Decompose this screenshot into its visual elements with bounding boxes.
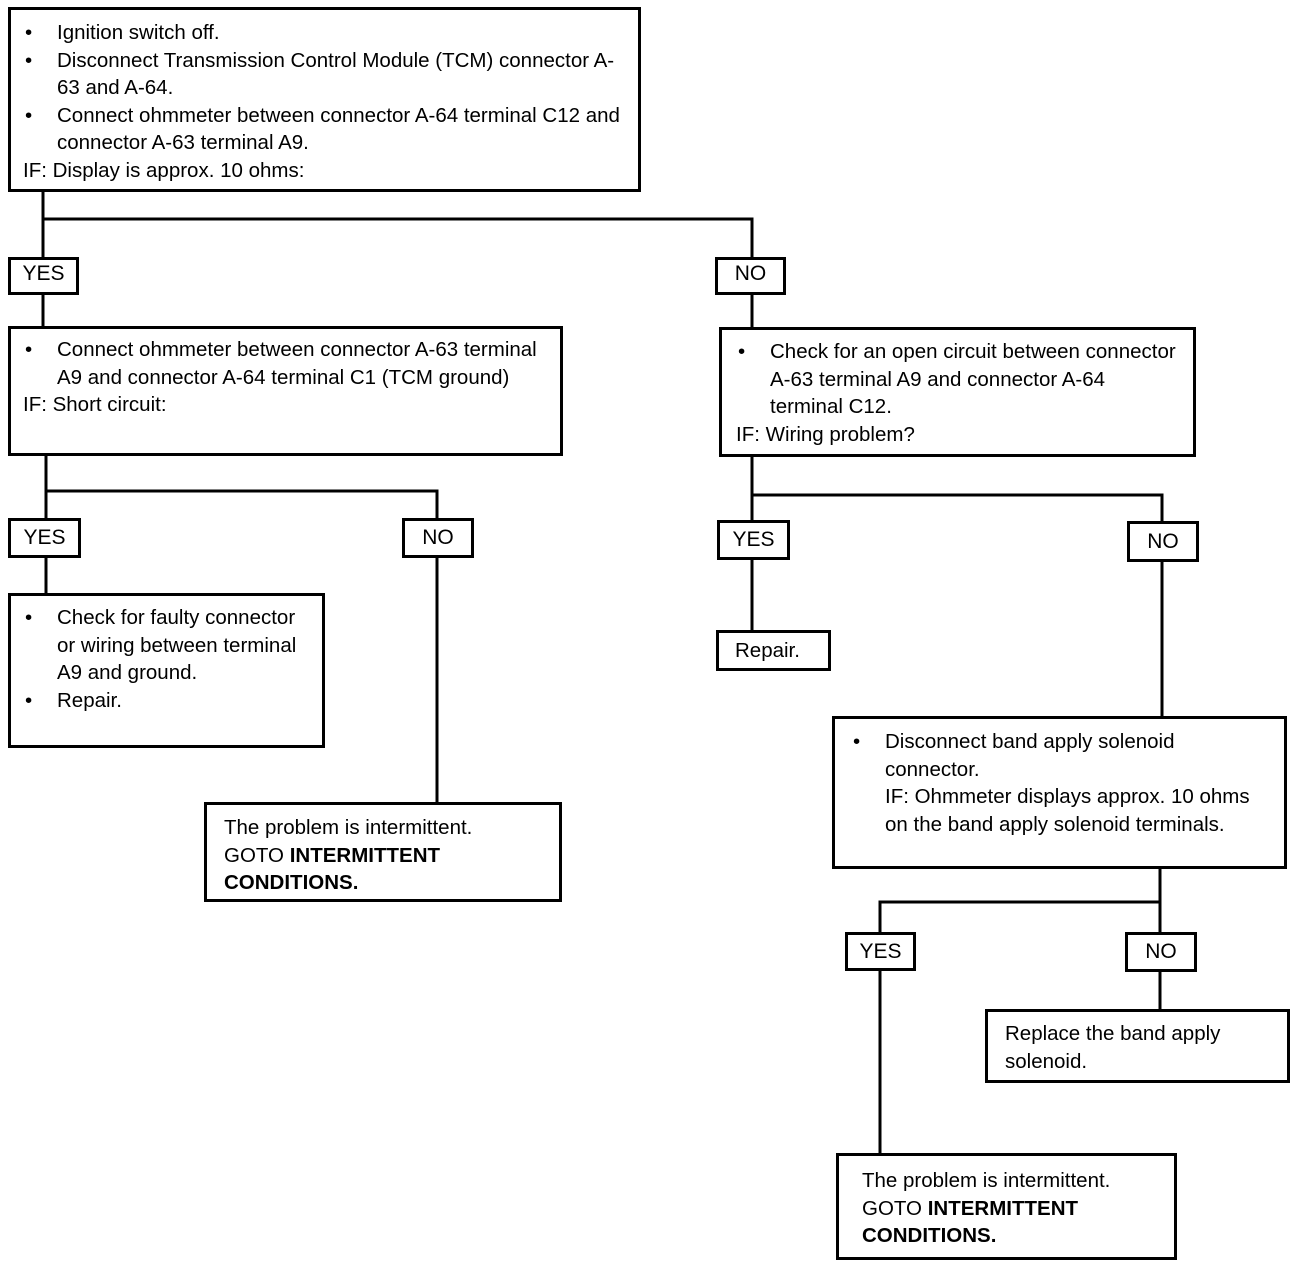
- replace-solenoid-text: Replace the band apply solenoid.: [1005, 1022, 1221, 1073]
- solenoid-yes-label: YES: [845, 932, 916, 971]
- start-no-label: NO: [715, 257, 786, 295]
- start-step: Disconnect Transmission Control Module (…: [23, 47, 628, 102]
- open-circuit-step: Check for an open circuit between connec…: [736, 338, 1183, 421]
- solenoid-no-label: NO: [1125, 932, 1197, 972]
- connector-start-split: [41, 190, 754, 260]
- goto-target: INTERMITTENT CONDITIONS.: [224, 843, 441, 895]
- replace-solenoid-box: Replace the band apply solenoid.: [985, 1009, 1290, 1083]
- solenoid-condition: IF: Ohmmeter displays approx. 10 ohms on…: [885, 785, 1250, 836]
- start-step: Connect ohmmeter between connector A-64 …: [23, 102, 628, 157]
- open-circuit-condition: IF: Wiring problem?: [736, 422, 915, 446]
- goto-target: INTERMITTENT CONDITIONS.: [862, 1196, 1079, 1248]
- short-circuit-step: Connect ohmmeter between connector A-63 …: [23, 336, 550, 391]
- short-circuit-condition: IF: Short circuit:: [23, 393, 167, 417]
- repair-text: Repair.: [735, 639, 800, 662]
- repair-box: Repair.: [716, 630, 831, 671]
- faulty-wiring-step: Repair.: [23, 687, 312, 715]
- intermittent-text: The problem is intermittent.: [224, 816, 473, 839]
- start-yes-label: YES: [8, 257, 79, 295]
- intermittent-box-right: The problem is intermittent. GOTO INTERM…: [836, 1153, 1177, 1260]
- short-yes-label: YES: [8, 518, 81, 558]
- start-box: Ignition switch off. Disconnect Transmis…: [8, 7, 641, 192]
- connector-wiring-split: [750, 454, 1164, 525]
- goto-text: GOTO: [224, 843, 284, 867]
- solenoid-step: Disconnect band apply solenoid connector…: [851, 728, 1274, 783]
- faulty-wiring-box: Check for faulty connector or wiring bet…: [8, 593, 325, 748]
- solenoid-check-box: Disconnect band apply solenoid connector…: [832, 716, 1287, 869]
- short-no-label: NO: [402, 518, 474, 558]
- intermittent-box-left: The problem is intermittent. GOTO INTERM…: [204, 802, 562, 902]
- wiring-yes-label: YES: [717, 520, 790, 560]
- connector-short-split: [44, 453, 439, 522]
- connector-solenoid-split: [878, 866, 1162, 935]
- short-circuit-check-box: Connect ohmmeter between connector A-63 …: [8, 326, 563, 456]
- intermittent-text: The problem is intermittent.: [862, 1169, 1111, 1192]
- open-circuit-check-box: Check for an open circuit between connec…: [719, 327, 1196, 457]
- wiring-no-label: NO: [1127, 521, 1199, 562]
- goto-text: GOTO: [862, 1196, 922, 1220]
- start-condition: IF: Display is approx. 10 ohms:: [23, 158, 305, 182]
- faulty-wiring-step: Check for faulty connector or wiring bet…: [23, 604, 312, 687]
- start-step: Ignition switch off.: [23, 19, 628, 47]
